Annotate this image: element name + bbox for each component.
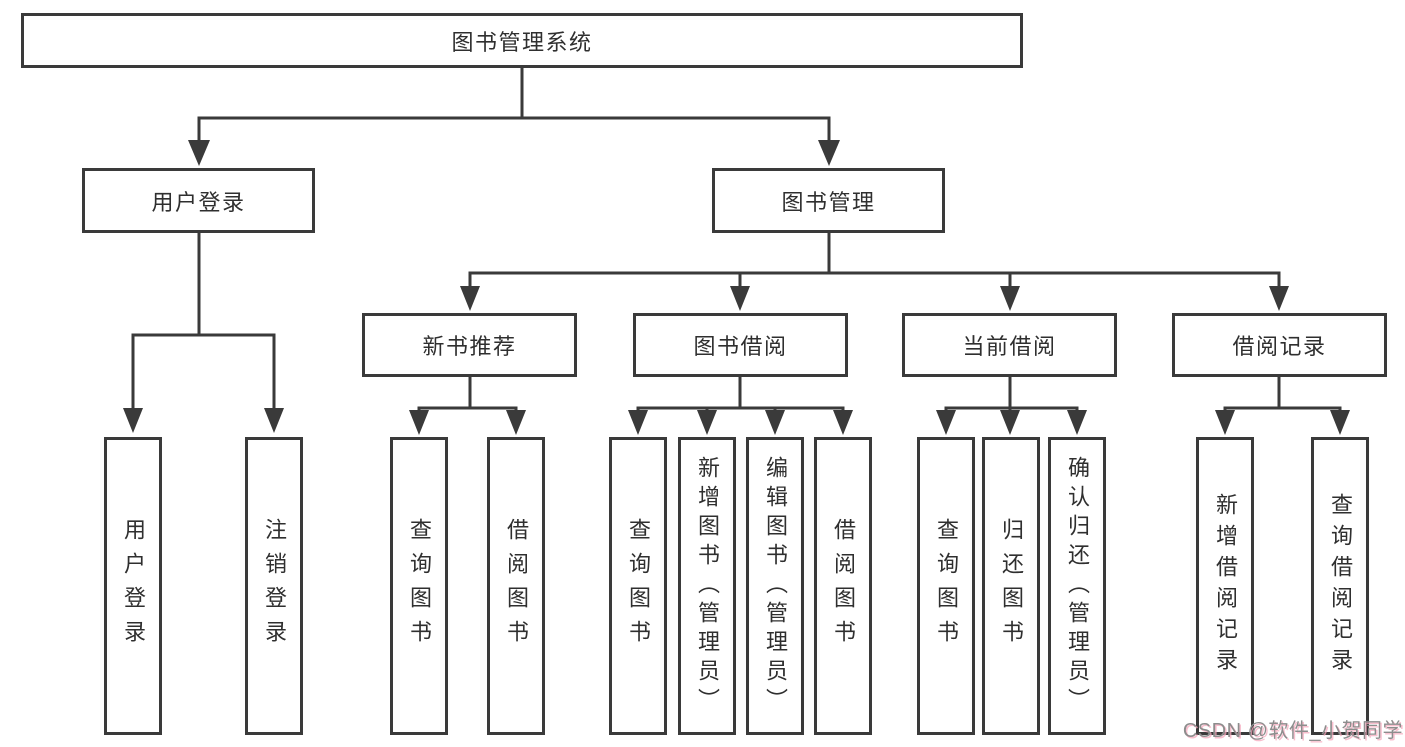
node-label: 借阅图书 <box>504 518 529 654</box>
node-label: 借阅记录 <box>1232 334 1327 359</box>
node-label: 查询图书 <box>934 518 959 654</box>
node-user-login: 用户登录 <box>82 168 315 233</box>
leaf-query-books-current: 查询图书 <box>917 437 975 735</box>
node-new-book-recommend: 新书推荐 <box>362 313 577 377</box>
node-label: 图书管理 <box>781 189 876 215</box>
node-label: 新增借阅记录 <box>1213 493 1238 679</box>
csdn-watermark: CSDN @软件_小贺同学 <box>1182 720 1403 742</box>
node-label: 注销登录 <box>262 518 287 654</box>
node-label: 新增图书（管理员） <box>695 455 720 717</box>
leaf-borrow-books-recommend: 借阅图书 <box>487 437 545 735</box>
node-current-borrow: 当前借阅 <box>902 313 1117 377</box>
leaf-query-books-borrow: 查询图书 <box>609 437 667 735</box>
node-borrow-records: 借阅记录 <box>1172 313 1387 377</box>
node-label: 用户登录 <box>121 518 146 654</box>
node-library-management-system: 图书管理系统 <box>21 13 1023 68</box>
leaf-borrow-books: 借阅图书 <box>814 437 872 735</box>
leaf-return-book: 归还图书 <box>982 437 1040 735</box>
node-label: 图书管理系统 <box>451 29 593 55</box>
node-book-borrow: 图书借阅 <box>633 313 848 377</box>
node-book-management: 图书管理 <box>712 168 945 233</box>
node-label: 编辑图书（管理员） <box>763 455 788 717</box>
leaf-edit-book-admin: 编辑图书（管理员） <box>746 437 804 735</box>
leaf-query-books-recommend: 查询图书 <box>390 437 448 735</box>
leaf-logout: 注销登录 <box>245 437 303 735</box>
node-label: 图书借阅 <box>693 334 788 359</box>
node-label: 查询借阅记录 <box>1328 493 1353 679</box>
node-label: 查询图书 <box>407 518 432 654</box>
node-label: 归还图书 <box>999 518 1024 654</box>
leaf-query-borrow-record: 查询借阅记录 <box>1311 437 1369 735</box>
leaf-user-login: 用户登录 <box>104 437 162 735</box>
node-label: 确认归还（管理员） <box>1065 455 1090 717</box>
node-label: 用户登录 <box>151 189 246 215</box>
node-label: 查询图书 <box>626 518 651 654</box>
node-label: 当前借阅 <box>962 334 1057 359</box>
leaf-confirm-return-admin: 确认归还（管理员） <box>1048 437 1106 735</box>
node-label: 新书推荐 <box>422 334 517 359</box>
leaf-add-borrow-record: 新增借阅记录 <box>1196 437 1254 735</box>
node-label: 借阅图书 <box>831 518 856 654</box>
leaf-add-book-admin: 新增图书（管理员） <box>678 437 736 735</box>
